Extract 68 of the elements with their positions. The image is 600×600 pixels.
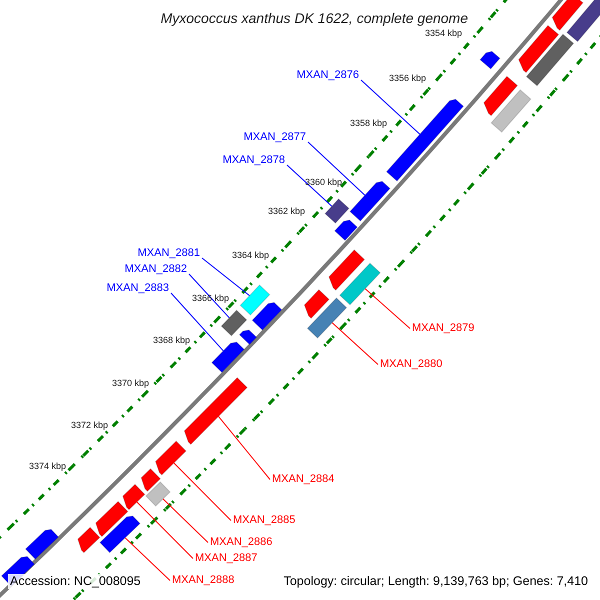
scale-label: 3366 kbp — [192, 294, 229, 303]
scale-label: 3374 kbp — [28, 462, 66, 471]
gene-label: MXAN_2881 — [138, 248, 200, 259]
leader-line — [162, 498, 208, 543]
gene-label: MXAN_2879 — [412, 323, 474, 334]
gene-label: MXAN_2878 — [222, 155, 285, 166]
gene-feature — [304, 289, 330, 319]
gene-feature — [122, 484, 146, 510]
gene-label: MXAN_2886 — [210, 537, 272, 548]
scale-label: 3368 kbp — [152, 336, 190, 345]
gene-feature — [95, 500, 129, 538]
scale-label: 3370 kbp — [112, 379, 149, 388]
leader-line — [136, 502, 194, 559]
gene-feature — [386, 98, 464, 182]
scale-label: 3360 kbp — [304, 178, 342, 187]
leader-line — [218, 416, 270, 480]
gene-feature — [479, 50, 501, 70]
gene-label: MXAN_2888 — [172, 575, 234, 586]
gene-feature — [252, 302, 282, 331]
gene-feature — [238, 329, 258, 346]
gene-feature — [184, 376, 248, 446]
gene-block — [306, 297, 348, 339]
gene-label: MXAN_2883 — [106, 283, 169, 294]
gene-feature — [349, 180, 391, 222]
leader-line — [364, 288, 410, 329]
leader-line — [360, 80, 420, 135]
gene-label: MXAN_2887 — [195, 553, 258, 564]
gene-block — [566, 0, 600, 42]
footer-text: Topology: circular; Length: 9,139,763 bp; Genes: 7,410 — [282, 574, 590, 588]
leader-line — [124, 537, 170, 581]
gene-block — [220, 310, 248, 336]
gene-feature — [99, 515, 141, 554]
gene-feature — [140, 468, 162, 492]
gene-feature — [334, 219, 358, 242]
gene-block — [324, 198, 350, 224]
leader-line — [202, 258, 250, 296]
scale-label: 3358 kbp — [350, 119, 387, 128]
gene-label: MXAN_2885 — [233, 515, 296, 526]
gene-feature — [24, 528, 60, 560]
scale-label: 3364 kbp — [232, 251, 269, 260]
leader-line — [308, 142, 366, 196]
diagram-title: Myxococcus xanthus DK 1622, complete genome — [160, 11, 468, 25]
leader-line — [286, 164, 332, 207]
gene-label: MXAN_2884 — [272, 474, 334, 485]
gene-feature — [483, 76, 518, 116]
gene-block — [526, 34, 574, 86]
gene-feature — [211, 342, 245, 374]
scale-label: 3354 kbp — [424, 29, 462, 38]
scale-label: 3372 kbp — [70, 421, 108, 430]
leader-line — [173, 462, 232, 521]
gene-block — [490, 89, 532, 133]
footer-text: Accession: NC_008095 — [8, 574, 143, 588]
gene-feature — [552, 0, 584, 31]
leader-line — [188, 274, 230, 318]
gene-block — [240, 284, 270, 316]
gene-label: MXAN_2876 — [296, 70, 359, 81]
gene-feature — [328, 249, 366, 291]
gene-block — [145, 481, 171, 507]
scale-label: 3362 kbp — [268, 207, 305, 216]
gene-label: MXAN_2882 — [124, 264, 187, 275]
gene-label: MXAN_2880 — [380, 359, 442, 370]
leader-line — [170, 292, 224, 352]
gene-label: MXAN_2877 — [244, 132, 306, 143]
gene-feature — [518, 24, 560, 74]
gene-block — [339, 262, 381, 306]
gene-feature — [154, 440, 187, 476]
scale-label: 3356 kbp — [388, 74, 426, 83]
leader-line — [332, 322, 378, 365]
